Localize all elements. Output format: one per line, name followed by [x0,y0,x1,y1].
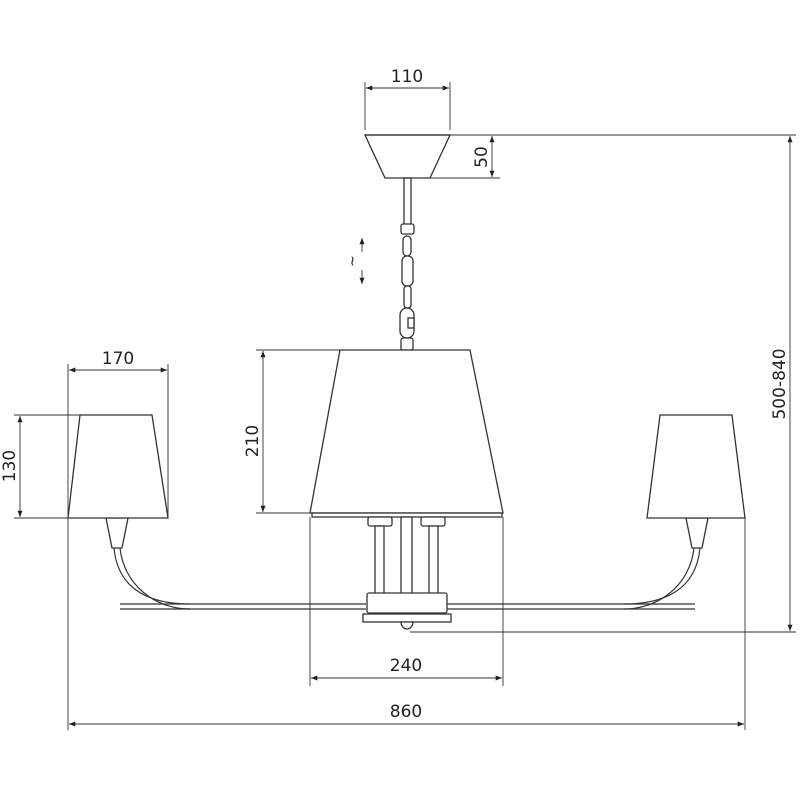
canopy-height-label: 50 [472,146,492,168]
side-shade-width-label: 170 [102,349,134,369]
adjustable-symbol: ~ [345,255,361,267]
dimension-lines [14,82,796,730]
right-shade [646,414,746,519]
suspension-chain [399,177,415,351]
left-shade [67,414,169,519]
center-shade-height-label: 210 [243,425,263,457]
arms [105,517,709,610]
canopy-width-label: 110 [391,67,423,87]
overall-height-label: 500-840 [770,348,790,419]
overall-width-label: 860 [390,702,422,722]
side-shade-height-label: 130 [0,450,20,482]
center-body [120,516,695,630]
ceiling-canopy [363,134,452,179]
center-shade [309,349,504,518]
center-shade-width-label: 240 [390,656,422,676]
